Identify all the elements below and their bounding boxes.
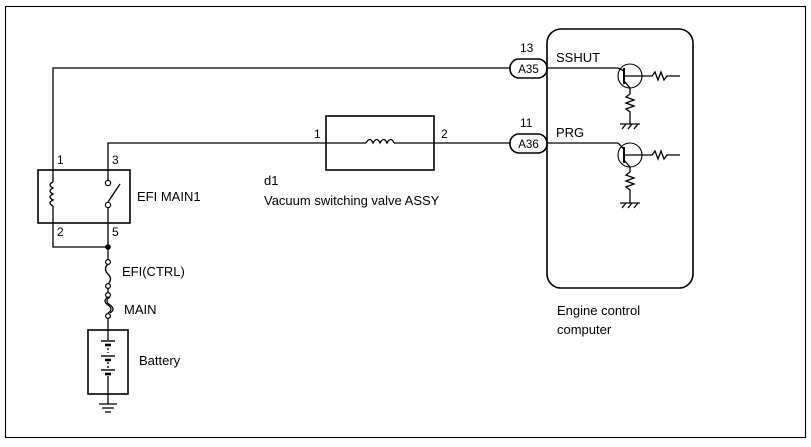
relay-coil-icon xyxy=(49,181,55,207)
fuse-icon xyxy=(104,263,112,285)
ecu-pin-11: 11 xyxy=(520,116,533,130)
valve-pin-2: 2 xyxy=(441,127,448,141)
wire-sshut xyxy=(52,67,510,163)
ecu-label-line2: computer xyxy=(557,322,612,337)
switch-contact-icon xyxy=(104,201,112,209)
relay-pin-5: 5 xyxy=(112,225,119,239)
ecu-box xyxy=(546,28,694,289)
fusible-link-icon xyxy=(104,296,112,314)
ecu-label-line1: Engine control xyxy=(557,303,640,318)
relay-pin-2: 2 xyxy=(57,225,64,239)
signal-sshut: SSHUT xyxy=(556,50,600,65)
valve-code: d1 xyxy=(264,173,278,188)
connector-a36-label: A36 xyxy=(518,139,538,151)
relay-pin-1: 1 xyxy=(57,153,64,167)
valve-name: Vacuum switching valve ASSY xyxy=(264,193,440,208)
wire-ground-return xyxy=(52,232,108,248)
relay-label: EFI MAIN1 xyxy=(137,189,201,204)
battery: Battery xyxy=(87,329,181,404)
fuse-main-label: MAIN xyxy=(124,302,157,317)
vacuum-switching-valve: 1 2 d1 Vacuum switching valve ASSY xyxy=(264,115,448,208)
relay-box xyxy=(37,169,131,224)
transistor-icon xyxy=(617,142,680,209)
resistor-icon xyxy=(624,93,636,124)
fuse-efi-ctrl-label: EFI(CTRL) xyxy=(122,264,185,279)
resistor-icon xyxy=(624,171,636,203)
ground-icon xyxy=(99,403,117,413)
battery-label: Battery xyxy=(139,353,181,368)
solenoid-coil-icon xyxy=(365,138,395,145)
valve-pin-1: 1 xyxy=(314,127,321,141)
wire-relay-to-valve xyxy=(107,142,326,163)
switch-contact-icon xyxy=(104,179,112,187)
resistor-icon xyxy=(642,149,680,161)
connector-a35-label: A35 xyxy=(518,64,538,76)
ecu-pin-13: 13 xyxy=(520,41,534,55)
transistor-icon xyxy=(617,63,680,130)
signal-prg: PRG xyxy=(556,125,584,140)
efi-main1-relay: 1 3 2 5 EFI MAIN1 xyxy=(37,153,201,239)
resistor-icon xyxy=(642,70,680,82)
relay-switch-icon xyxy=(107,183,121,203)
engine-control-computer: A35 13 SSHUT A36 11 PRG xyxy=(509,28,694,337)
main-fusible-link: MAIN xyxy=(104,292,157,320)
battery-icon xyxy=(101,340,115,376)
diagram-frame xyxy=(4,5,807,439)
efi-ctrl-fuse: EFI(CTRL) xyxy=(104,259,185,290)
relay-pin-3: 3 xyxy=(112,153,119,167)
